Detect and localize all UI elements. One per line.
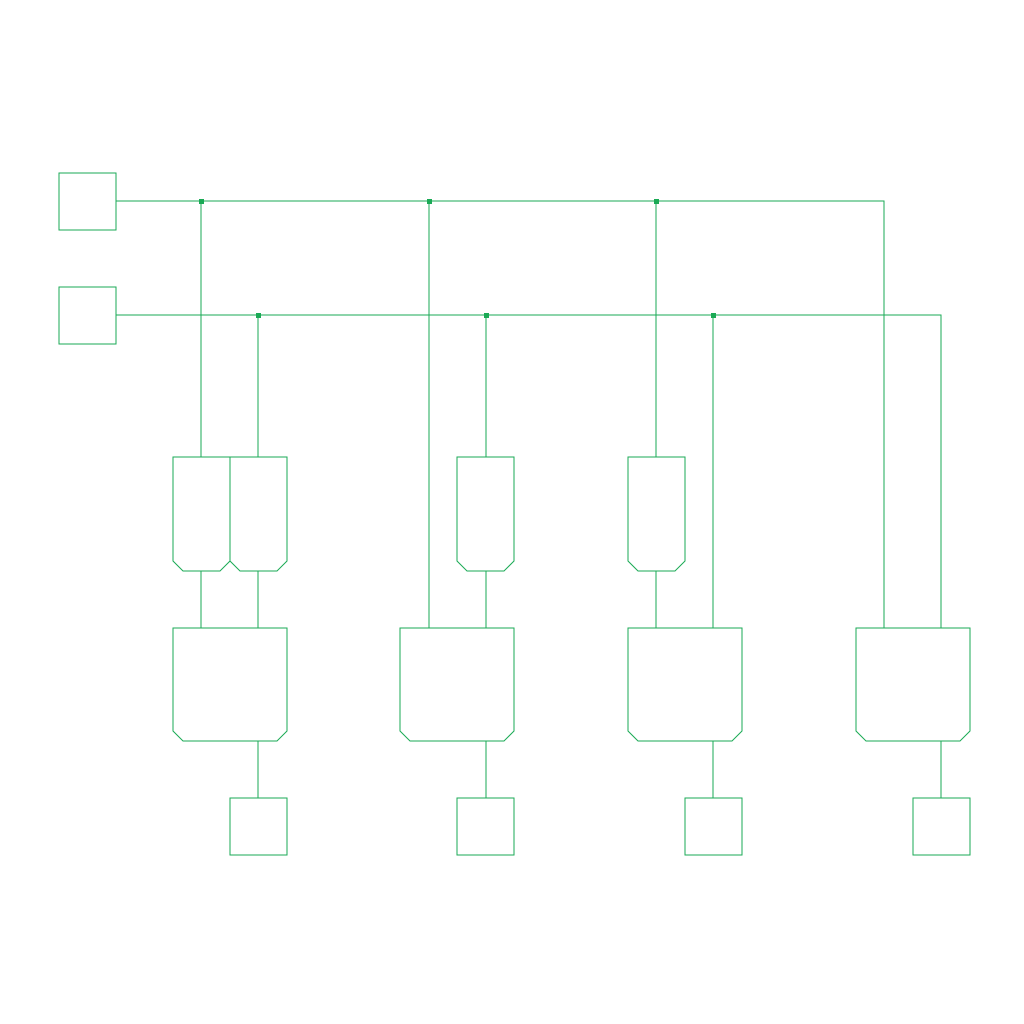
junction-dot bbox=[654, 199, 659, 204]
junction-dot bbox=[256, 313, 261, 318]
junction-dot bbox=[711, 313, 716, 318]
output-box-2 bbox=[456, 797, 515, 856]
and-gate-2 bbox=[399, 627, 515, 742]
input-a-bus bbox=[116, 200, 885, 628]
input-a-box bbox=[58, 172, 117, 231]
not-gate-2 bbox=[229, 456, 288, 572]
not-gate-3 bbox=[456, 456, 515, 572]
junction-dot bbox=[484, 313, 489, 318]
and-gate-4 bbox=[855, 627, 971, 742]
and-gate-1 bbox=[172, 627, 288, 742]
not-gate-1 bbox=[172, 456, 231, 572]
output-box-3 bbox=[684, 797, 743, 856]
output-box-4 bbox=[912, 797, 971, 856]
and-gate-3 bbox=[627, 627, 743, 742]
input-b-bus bbox=[116, 314, 942, 628]
not-gate-4 bbox=[627, 456, 686, 572]
input-b-box bbox=[58, 286, 117, 345]
junction-dot bbox=[427, 199, 432, 204]
junction-dot bbox=[199, 199, 204, 204]
output-box-1 bbox=[229, 797, 288, 856]
